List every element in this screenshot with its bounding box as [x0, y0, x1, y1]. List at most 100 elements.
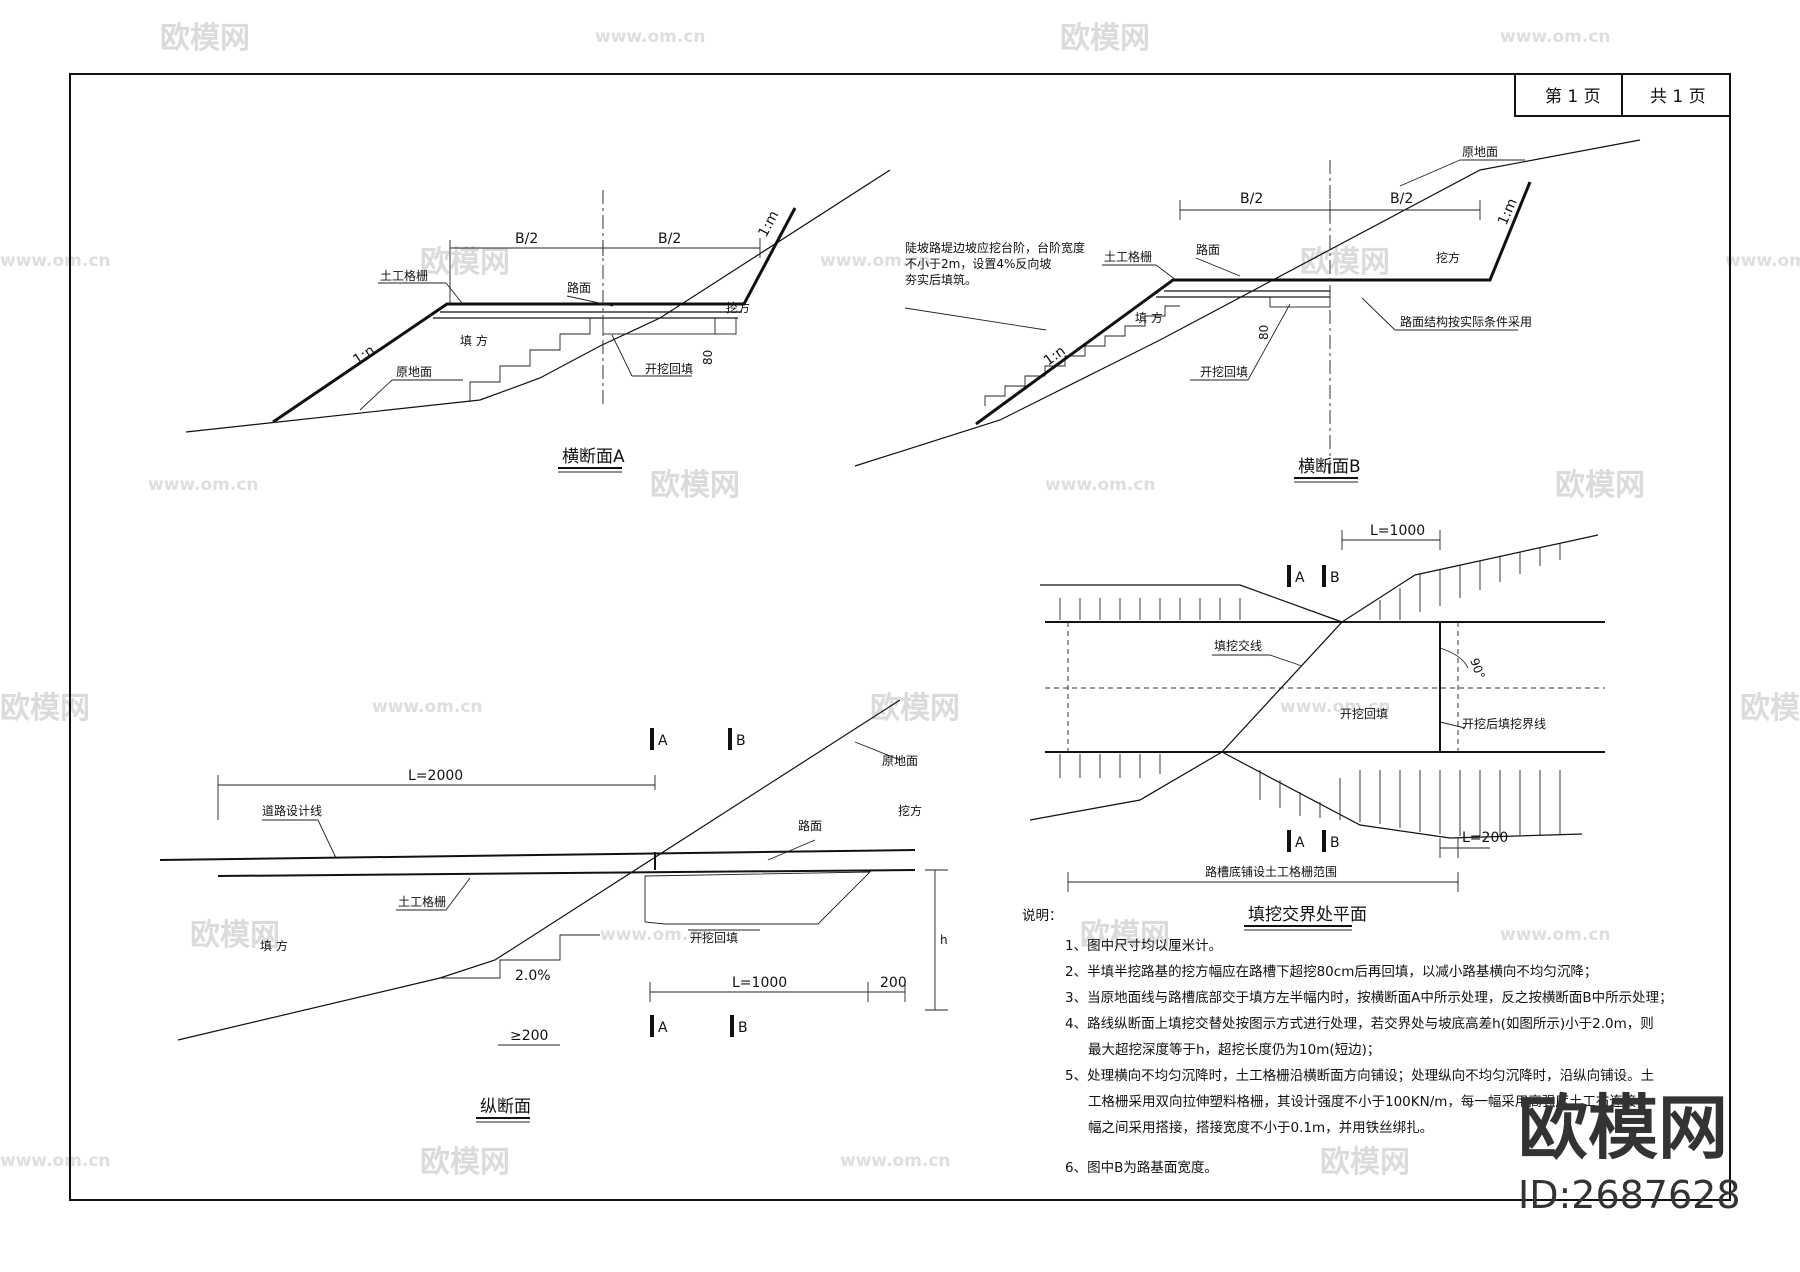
- steps: [440, 934, 600, 979]
- longitudinal-section: L=2000 L=1000 200 h ≥200 2.0% A B A B 道路…: [159, 699, 948, 1123]
- cut-label: 挖方: [726, 300, 750, 315]
- notes-heading: 说明：: [1022, 908, 1063, 924]
- interface-plan: L=1000 路槽底铺设土工格栅范围 L=200 A B A B 填挖交线 开挖…: [1029, 523, 1605, 931]
- watermark-brand: 欧模网: [870, 691, 960, 726]
- fill-slope: [975, 181, 1532, 426]
- cross-section-a: B/2 B/2 1:n 1:m 80 土工格栅 路面 挖方 填 方 原地面 开挖…: [185, 169, 891, 473]
- brand-logo: 欧模网 ID:2687628: [1518, 1087, 1741, 1217]
- geogrid-line: [217, 869, 916, 877]
- drawing-frame: [69, 73, 1731, 1201]
- ground-line: [185, 169, 891, 433]
- depth-label: 80: [1257, 325, 1271, 340]
- step-min-label: ≥200: [510, 1028, 548, 1044]
- boundary-label: 开挖后填挖界线: [1462, 716, 1546, 731]
- extra-label: 200: [880, 975, 907, 991]
- watermark-brand: 欧模网: [1740, 691, 1800, 726]
- mark-b-bottom: B: [738, 1020, 748, 1036]
- note-line: 幅之间采用搭接，搭接宽度不小于0.1m，并用铁丝绑扎。: [1088, 1119, 1433, 1136]
- mark-a-bottom: A: [1295, 835, 1305, 851]
- logo-id: ID:2687628: [1518, 1173, 1741, 1217]
- section-a-title: 横断面A: [562, 447, 625, 467]
- dim-half-left: B/2: [1240, 191, 1263, 207]
- backfill-area: [644, 871, 872, 925]
- slope-fill-label: 1:n: [350, 342, 378, 368]
- fill-label: 填 方: [1135, 310, 1163, 325]
- dim-half-left: B/2: [515, 231, 538, 247]
- pavement-label: 路面: [798, 818, 822, 833]
- note-line: 2、半填半挖路基的挖方幅应在路槽下超挖80cm后再回填，以减小路基横向不均匀沉降…: [1065, 963, 1597, 980]
- note-line: 5、处理横向不均匀沉降时，土工格栅沿横断面方向铺设；处理纵向不均匀沉降时，沿纵向…: [1065, 1068, 1654, 1084]
- slope-cut-label: 1:m: [755, 208, 782, 240]
- mark-b-bottom: B: [1330, 835, 1340, 851]
- watermark-url: www.om.cn: [600, 925, 711, 945]
- backfill-label: 开挖回填: [1200, 364, 1248, 379]
- fill-label: 填 方: [460, 333, 488, 348]
- fill-slope: [272, 207, 797, 424]
- range-label: 路槽底铺设土工格栅范围: [1205, 864, 1337, 879]
- depth-label: 80: [701, 350, 715, 365]
- plan-title: 填挖交界处平面: [1248, 905, 1367, 925]
- length-label: L=2000: [408, 768, 463, 784]
- watermark-brand: 欧模网: [190, 918, 280, 953]
- watermark-brand: 欧模网: [420, 1145, 510, 1180]
- watermark-url: www.om.cn: [840, 1151, 951, 1171]
- watermark-url: www.om.cn: [148, 475, 259, 495]
- watermark-layer: 欧模网 www.om.cn 欧模网 www.om.cn 欧模网 www.om.c…: [0, 21, 1800, 1180]
- watermark-url: www.om.cn: [0, 251, 111, 271]
- longitudinal-title: 纵断面: [480, 1097, 531, 1117]
- ground-label: 原地面: [882, 754, 918, 768]
- page-number: 第 1 页: [1545, 87, 1601, 107]
- watermark-url: www.om.cn: [1725, 251, 1800, 271]
- bench-steps: [469, 317, 605, 402]
- page-total: 共 1 页: [1650, 87, 1706, 107]
- section-b-title: 横断面B: [1298, 457, 1361, 477]
- cross-section-b: B/2 B/2 1:n 1:m 80 陡坡路堤边坡应挖台阶，台阶宽度 不小于2m…: [854, 139, 1641, 483]
- slope-label: 2.0%: [515, 968, 551, 984]
- watermark-brand: 欧模网: [0, 691, 90, 726]
- watermark-url: www.om.cn: [1500, 925, 1611, 945]
- ground-line: [177, 699, 901, 1041]
- watermark-brand: 欧模网: [420, 245, 510, 280]
- note-line: 1、图中尺寸均以厘米计。: [1065, 938, 1222, 954]
- watermark-url: www.om.cn: [595, 27, 706, 47]
- bench-steps: [984, 305, 1180, 406]
- mark-a-top: A: [1295, 570, 1305, 586]
- watermark-url: www.om.cn: [372, 697, 483, 717]
- interface-label: 填挖交线: [1214, 638, 1262, 653]
- backfill-area: [1269, 296, 1331, 308]
- design-line: [159, 849, 916, 861]
- fill-label: 填 方: [260, 938, 288, 953]
- mark-b-top: B: [1330, 570, 1340, 586]
- watermark-brand: 欧模网: [1300, 245, 1390, 280]
- note-line: 最大超挖深度等于h，超挖长度仍为10m(短边)；: [1088, 1041, 1380, 1058]
- watermark-url: www.om.cn: [1500, 27, 1611, 47]
- geogrid-label: 土工格栅: [1104, 249, 1152, 264]
- mark-a-bottom: A: [658, 1020, 668, 1036]
- logo-text: 欧模网: [1518, 1087, 1728, 1169]
- design-line-label: 道路设计线: [262, 803, 322, 818]
- cut-label: 挖方: [898, 803, 922, 818]
- pavement-label: 路面: [1196, 242, 1220, 257]
- h-label: h: [940, 933, 948, 947]
- dim-half-right: B/2: [1390, 191, 1413, 207]
- structure-note: 路面结构按实际条件采用: [1400, 314, 1532, 329]
- note-line: 6、图中B为路基面宽度。: [1065, 1159, 1218, 1176]
- backfill-label: 开挖回填: [690, 930, 738, 945]
- slope-ticks: [1059, 543, 1561, 836]
- backfill-label: 开挖回填: [645, 361, 693, 376]
- cut-top: [1341, 534, 1599, 623]
- mark-a-top: A: [658, 733, 668, 749]
- geogrid-label: 土工格栅: [398, 894, 446, 909]
- mark-b-top: B: [736, 733, 746, 749]
- backfill-area: [602, 317, 737, 335]
- note-line: 3、当原地面线与路槽底部交于填方左半幅内时，按横断面A中所示处理，反之按横断面B…: [1065, 989, 1673, 1006]
- ground-label: 原地面: [396, 365, 432, 379]
- ground-line: [854, 139, 1641, 467]
- length-label: L=1000: [1370, 523, 1425, 539]
- watermark-url: www.om.cn: [1280, 697, 1391, 717]
- length-b-label: L=1000: [732, 975, 787, 991]
- note-line: 4、路线纵断面上填挖交替处按图示方式进行处理，若交界处与坡底高差h(如图所示)小…: [1065, 1015, 1654, 1032]
- watermark-brand: 欧模网: [1555, 468, 1645, 503]
- watermark-brand: 欧模网: [1060, 21, 1150, 56]
